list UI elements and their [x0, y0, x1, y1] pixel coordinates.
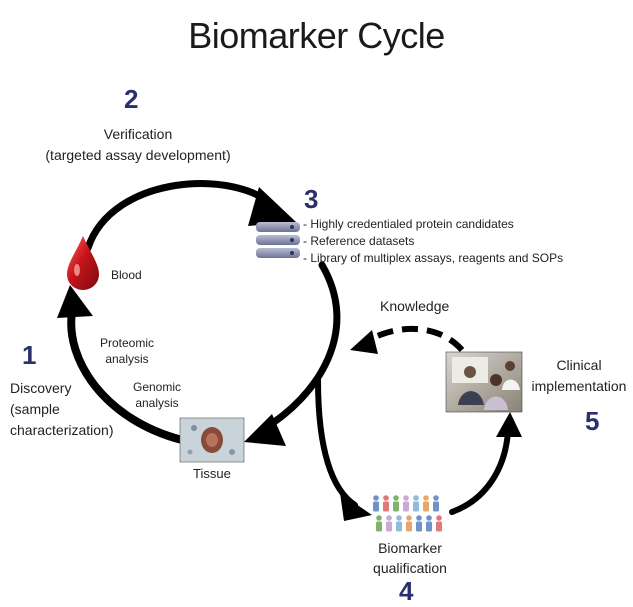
person-body [416, 521, 422, 532]
person-body [386, 521, 392, 532]
step-2-number: 2 [124, 84, 139, 114]
person-body [403, 501, 409, 512]
person-head [383, 495, 389, 501]
arrow-to-qualification [315, 377, 358, 508]
person-body [426, 521, 432, 532]
person-head [436, 515, 442, 521]
proteomic-label-line-1: Proteomic [99, 336, 155, 350]
genomic-label-line-1: Genomic [132, 380, 182, 394]
arrow-discovery [67, 308, 186, 444]
step-1-label-line-2: (sample [10, 401, 60, 417]
proteomic-label-line-2: analysis [105, 352, 149, 366]
person-head [386, 515, 392, 521]
arrow-head-verification [248, 187, 296, 226]
person-head [406, 515, 412, 521]
arrow-head-knowledge [350, 330, 378, 354]
step-3-item-2: - Reference datasets [303, 234, 415, 248]
step-3-item-1: - Highly credentialed protein candidates [303, 217, 514, 231]
database-icon [256, 222, 300, 258]
person-head [423, 495, 429, 501]
person-head [413, 495, 419, 501]
arrow-head-to-clinical [496, 412, 522, 437]
person-head [416, 515, 422, 521]
step-3-item-3: - Library of multiplex assays, reagents … [303, 251, 564, 265]
step-4-label-line-1: Biomarker [378, 540, 442, 556]
genomic-label-line-2: analysis [135, 396, 179, 410]
blood-label: Blood [111, 268, 142, 282]
arrow-knowledge [363, 325, 465, 353]
step-1-label-line-3: characterization) [10, 422, 114, 438]
step-5-label-line-1: Clinical [556, 357, 602, 373]
clinical-photo [445, 351, 523, 413]
arrow-head-to-tissue [244, 414, 286, 446]
diagram-title: Biomarker Cycle [188, 15, 445, 56]
arrow-to-tissue [258, 261, 341, 434]
person-head [373, 495, 379, 501]
person-body [376, 521, 382, 532]
arrow-head-to-qualification [340, 493, 372, 521]
step-2-label-line-1: Verification [103, 126, 173, 142]
step-1-label-line-1: Discovery [10, 380, 72, 396]
person-body [393, 501, 399, 512]
person-head [403, 495, 409, 501]
person-head [396, 515, 402, 521]
person-body [373, 501, 379, 512]
person-body [406, 521, 412, 532]
person-head [393, 495, 399, 501]
person-body [413, 501, 419, 512]
person-body [423, 501, 429, 512]
person-body [383, 501, 389, 512]
tissue-label: Tissue [193, 466, 231, 481]
arrow-to-clinical [449, 429, 511, 515]
person-body [436, 521, 442, 532]
arrow-head-discovery [57, 285, 93, 318]
step-5-label-line-2: implementation [531, 378, 627, 394]
step-3-number: 3 [304, 184, 319, 214]
person-head [426, 515, 432, 521]
step-2-label-line-2: (targeted assay development) [45, 147, 231, 163]
step-5-number: 5 [585, 406, 600, 436]
people-group-icon [373, 495, 442, 532]
blood-drop-icon [67, 236, 99, 290]
person-body [396, 521, 402, 532]
knowledge-label: Knowledge [380, 298, 450, 314]
step-1-number: 1 [22, 340, 37, 370]
person-head [376, 515, 382, 521]
arrow-verification [84, 180, 279, 252]
tissue-image [179, 417, 245, 463]
step-4-number: 4 [399, 576, 414, 606]
step-4-label-line-2: qualification [373, 560, 447, 576]
person-head [433, 495, 439, 501]
person-body [433, 501, 439, 512]
